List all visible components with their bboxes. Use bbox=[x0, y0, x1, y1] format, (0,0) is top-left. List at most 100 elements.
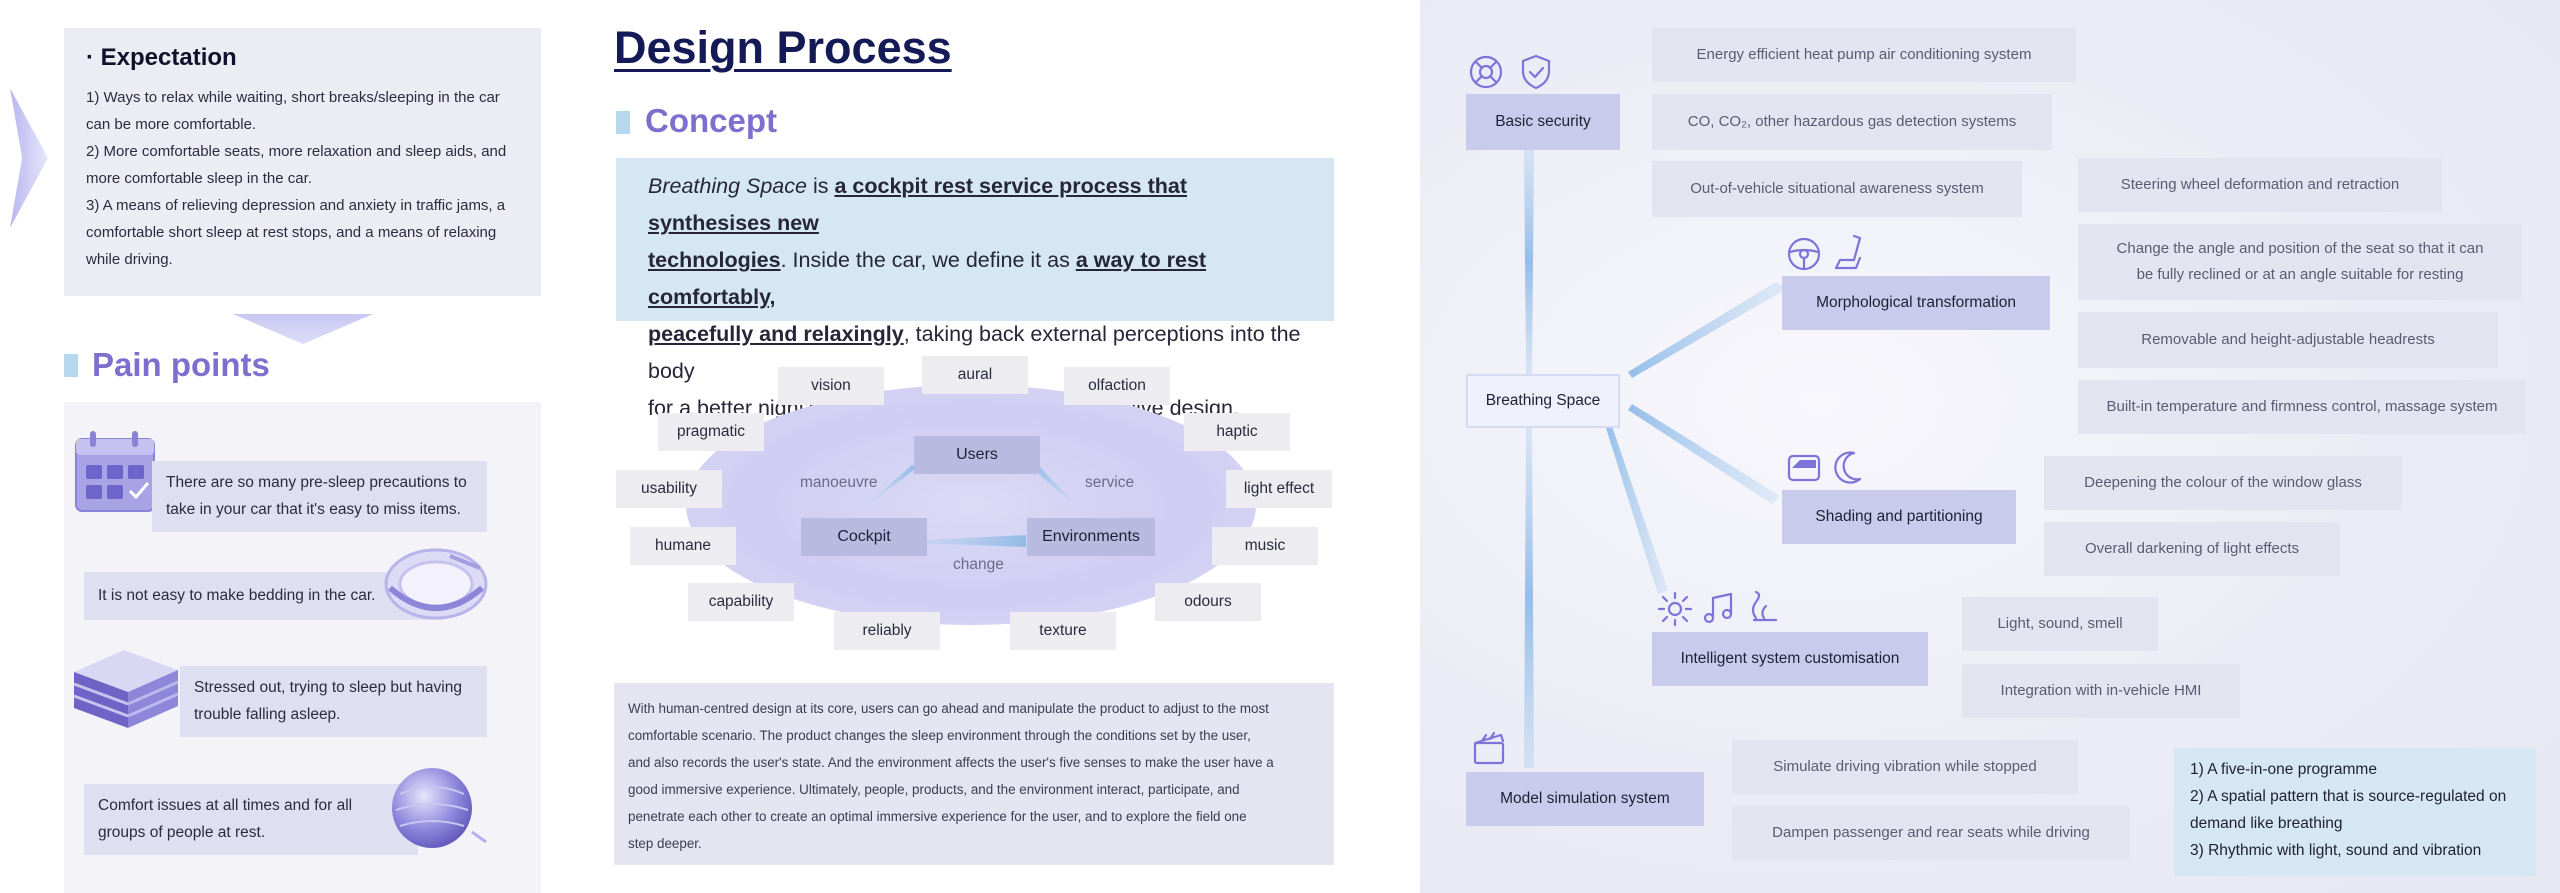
pain-point-card: Comfort issues at all times and for all … bbox=[84, 784, 418, 855]
sense-label: reliably bbox=[834, 612, 940, 650]
sense-label: usability bbox=[616, 470, 722, 508]
expectation-line: 2) More comfortable seats, more relaxati… bbox=[86, 143, 507, 160]
seat-icon bbox=[1830, 232, 1870, 279]
leaf-item: Light, sound, smell bbox=[1962, 597, 2158, 651]
programme-note: 1) A five-in-one programme 2) A spatial … bbox=[2174, 748, 2536, 876]
link-label: change bbox=[953, 556, 1004, 573]
note-line: 1) A five-in-one programme bbox=[2190, 761, 2377, 778]
note-line: demand like breathing bbox=[2190, 815, 2343, 832]
sense-label: music bbox=[1212, 527, 1318, 565]
pain-points-title: Pain points bbox=[92, 346, 270, 383]
scent-icon bbox=[1744, 590, 1782, 633]
core-node-environments: Environments bbox=[1027, 518, 1155, 556]
steering-wheel-icon bbox=[1784, 234, 1824, 279]
expectation-line: comfortable short sleep at rest stops, a… bbox=[86, 224, 497, 241]
core-node-users: Users bbox=[914, 436, 1040, 474]
leaf-item: Change the angle and position of the sea… bbox=[2078, 224, 2522, 300]
paragraph-line: step deeper. bbox=[628, 836, 702, 851]
expectation-box: · Expectation 1) Ways to relax while wai… bbox=[64, 28, 541, 296]
pain-point-card: There are so many pre-sleep precautions … bbox=[152, 461, 487, 532]
expectation-line: can be more comfortable. bbox=[86, 116, 257, 133]
concept-text: . Inside the car, we define it as bbox=[780, 248, 1076, 272]
branch-shading-partitioning: Shading and partitioning bbox=[1782, 490, 2016, 544]
expectation-line: more comfortable sleep in the car. bbox=[86, 170, 312, 187]
concept-highlight: a cockpit rest service process that synt… bbox=[648, 174, 1188, 235]
expectation-line: 3) A means of relieving depression and a… bbox=[86, 197, 506, 214]
concept-text: , taking back external perceptions into … bbox=[648, 322, 1301, 383]
sense-label: texture bbox=[1010, 612, 1116, 650]
concept-highlight: technologies bbox=[648, 248, 781, 272]
film-clapper-icon bbox=[1470, 730, 1508, 773]
leaf-item: Overall darkening of light effects bbox=[2044, 522, 2340, 576]
sense-label: pragmatic bbox=[658, 413, 764, 451]
expectation-title: · Expectation bbox=[86, 44, 237, 71]
leaf-item: Integration with in-vehicle HMI bbox=[1962, 664, 2240, 718]
branch-model-simulation: Model simulation system bbox=[1466, 772, 1704, 826]
section-marker bbox=[616, 111, 630, 134]
pain-point-text: trouble falling asleep. bbox=[194, 706, 341, 723]
car-window-icon bbox=[1784, 448, 1824, 493]
expectation-line: while driving. bbox=[86, 251, 173, 268]
leaf-item: Simulate driving vibration while stopped bbox=[1732, 740, 2078, 794]
paragraph-line: good immersive experience. Ultimately, p… bbox=[628, 782, 1240, 797]
mattress-stack-icon bbox=[62, 632, 184, 745]
sense-label: humane bbox=[630, 527, 736, 565]
paragraph-line: and also records the user's state. And t… bbox=[628, 755, 1274, 770]
concept-box: Breathing Space is a cockpit rest servic… bbox=[616, 158, 1334, 420]
section-marker bbox=[64, 354, 78, 377]
sphere-icon bbox=[380, 760, 492, 861]
paragraph-line: With human-centred design at its core, u… bbox=[628, 701, 1269, 716]
concept-highlight: peacefully and relaxingly bbox=[648, 322, 904, 346]
sense-label: light effect bbox=[1226, 470, 1332, 508]
leaf-item-line: be fully reclined or at an angle suitabl… bbox=[2136, 266, 2464, 283]
core-node-cockpit: Cockpit bbox=[801, 518, 927, 556]
branch-intelligent-customisation: Intelligent system customisation bbox=[1652, 632, 1928, 686]
pain-point-card: It is not easy to make bedding in the ca… bbox=[84, 572, 444, 620]
pain-point-text: Comfort issues at all times and for all bbox=[98, 797, 353, 814]
leaf-item: Built-in temperature and firmness contro… bbox=[2078, 380, 2526, 434]
leaf-item: Deepening the colour of the window glass bbox=[2044, 456, 2402, 510]
paragraph-line: penetrate each other to create an optima… bbox=[628, 809, 1247, 824]
sense-label: capability bbox=[688, 583, 794, 621]
note-line: 2) A spatial pattern that is source-regu… bbox=[2190, 788, 2507, 805]
pain-point-text: There are so many pre-sleep precautions … bbox=[166, 474, 467, 491]
music-note-icon bbox=[1700, 590, 1738, 633]
branch-basic-security: Basic security bbox=[1466, 94, 1620, 150]
description-paragraph: With human-centred design at its core, u… bbox=[614, 683, 1334, 865]
center-node: Breathing Space bbox=[1466, 374, 1620, 428]
leaf-item: Steering wheel deformation and retractio… bbox=[2078, 158, 2442, 212]
concept-name: Breathing Space bbox=[648, 174, 807, 198]
sun-icon bbox=[1656, 590, 1694, 633]
concept-title: Concept bbox=[645, 102, 777, 139]
pain-point-text: Stressed out, trying to sleep but having bbox=[194, 679, 462, 696]
leaf-item: Out-of-vehicle situational awareness sys… bbox=[1652, 161, 2022, 217]
branch-morphological-transformation: Morphological transformation bbox=[1782, 276, 2050, 330]
expectation-line: 1) Ways to relax while waiting, short br… bbox=[86, 89, 500, 106]
leaf-item-line: Change the angle and position of the sea… bbox=[2116, 240, 2484, 257]
pain-point-text: take in your car that it's easy to miss … bbox=[166, 501, 461, 518]
leaf-item: CO, CO₂, other hazardous gas detection s… bbox=[1652, 94, 2052, 150]
sense-label: aural bbox=[922, 356, 1028, 394]
link-label: manoeuvre bbox=[800, 474, 878, 491]
sense-label: vision bbox=[778, 367, 884, 405]
diagram-connectors bbox=[860, 465, 1082, 547]
sense-label: haptic bbox=[1184, 413, 1290, 451]
calendar-icon bbox=[70, 425, 162, 522]
note-line: 3) Rhythmic with light, sound and vibrat… bbox=[2190, 842, 2482, 859]
concept-text: is bbox=[806, 174, 835, 198]
shield-check-icon bbox=[1516, 52, 1556, 97]
concept-highlight: a way to rest comfortably, bbox=[648, 248, 1207, 309]
link-label: service bbox=[1085, 474, 1135, 491]
leaf-item: Energy efficient heat pump air condition… bbox=[1652, 28, 2076, 82]
lifebuoy-icon bbox=[1466, 52, 1506, 97]
page-title: Design Process bbox=[614, 22, 952, 73]
paragraph-line: comfortable scenario. The product change… bbox=[628, 728, 1251, 743]
moon-icon bbox=[1830, 448, 1870, 493]
pain-point-text: It is not easy to make bedding in the ca… bbox=[98, 587, 376, 604]
pain-point-card: Stressed out, trying to sleep but having… bbox=[180, 666, 487, 737]
leaf-item: Dampen passenger and rear seats while dr… bbox=[1732, 806, 2130, 860]
sense-label: odours bbox=[1155, 583, 1261, 621]
pain-point-text: groups of people at rest. bbox=[98, 824, 266, 841]
sense-label: olfaction bbox=[1064, 367, 1170, 405]
bedding-roll-icon bbox=[380, 536, 492, 637]
